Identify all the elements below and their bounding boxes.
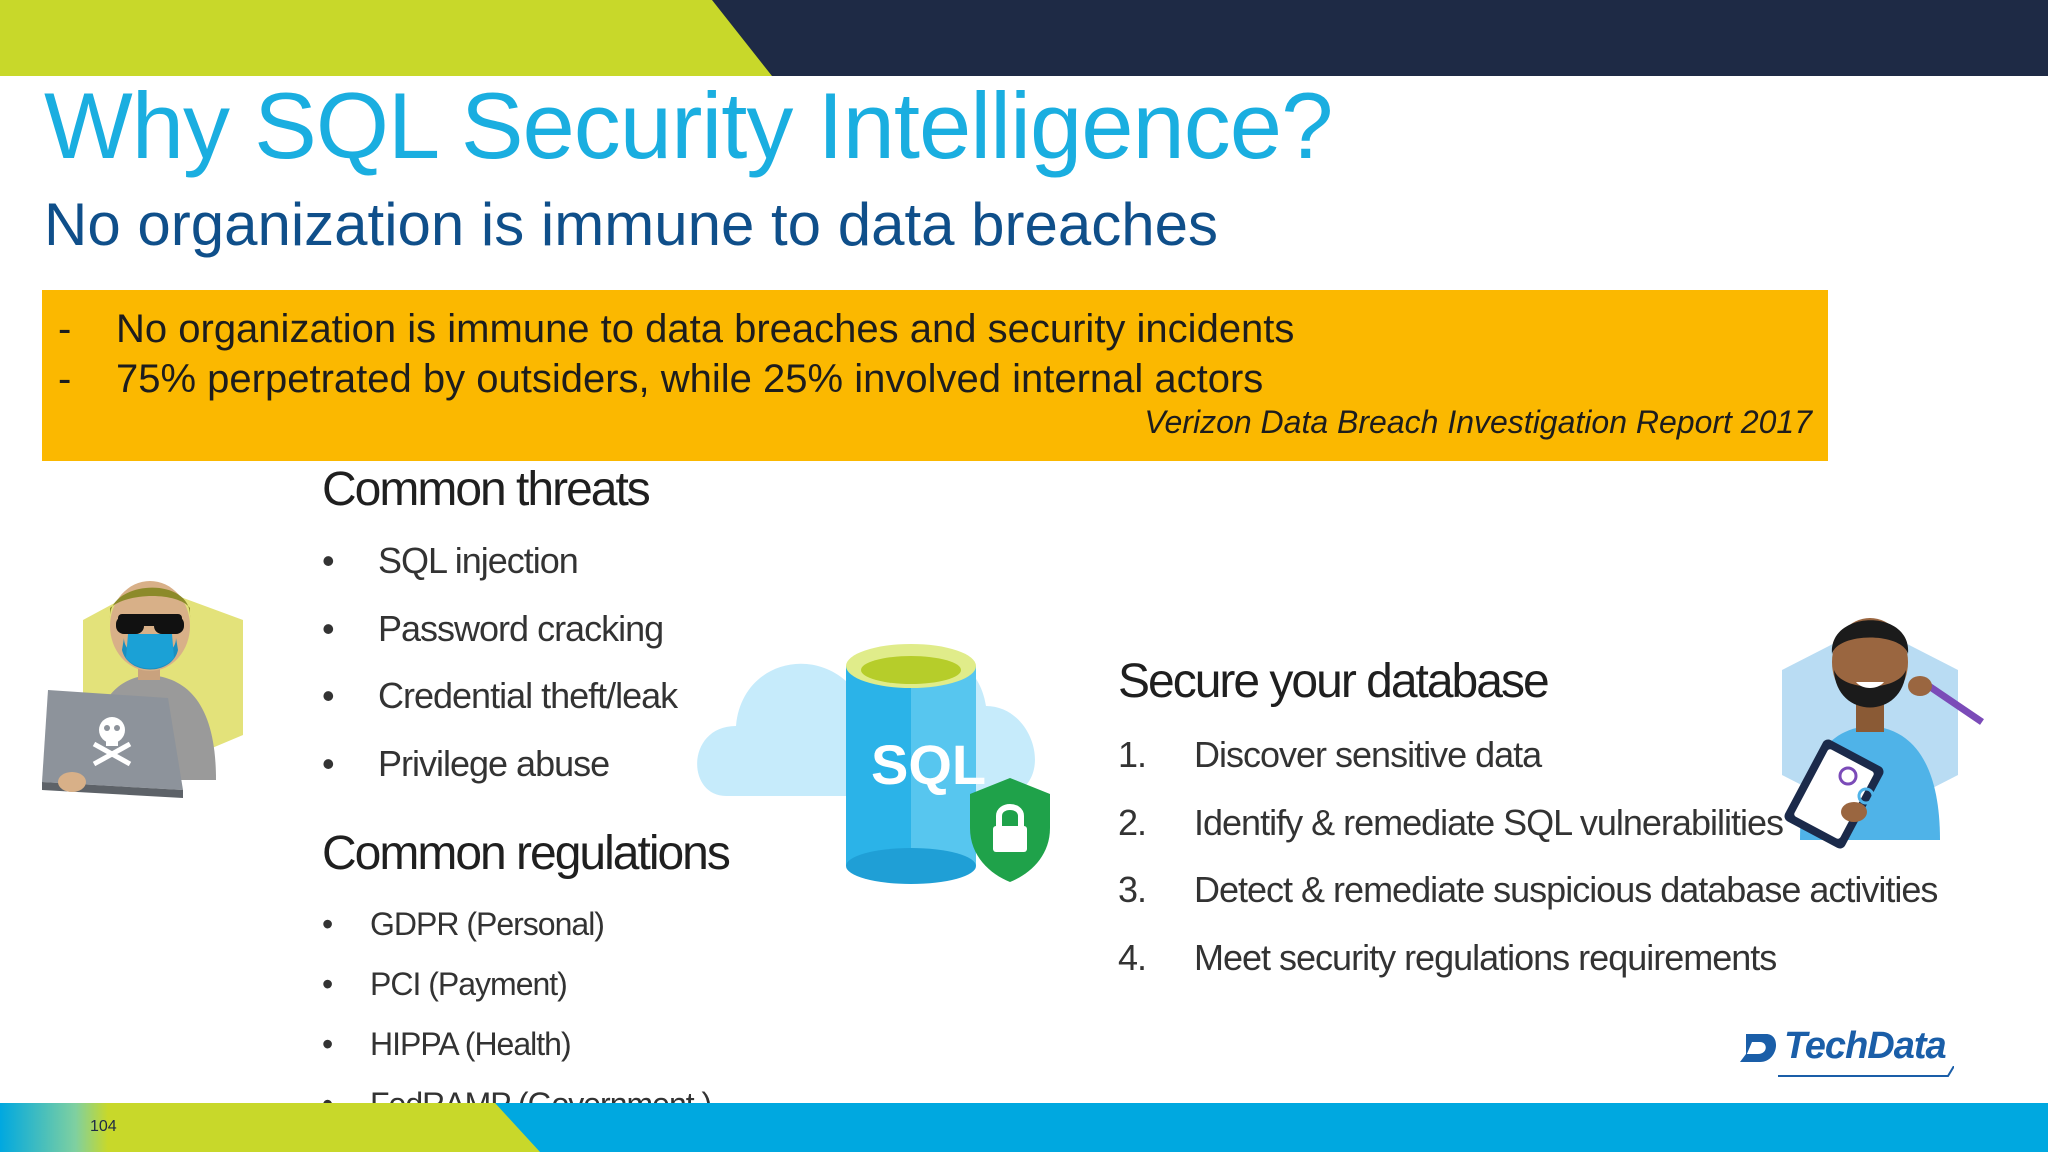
page-title: Why SQL Security Intelligence?	[44, 73, 1333, 178]
hacker-icon	[42, 581, 243, 798]
page-subtitle: No organization is immune to data breach…	[44, 191, 1218, 258]
threat-label: Privilege abuse	[378, 743, 610, 784]
step-label: Identify & remediate SQL vulnerabilities	[1194, 802, 1784, 843]
tech-data-logo-icon	[1740, 1034, 1777, 1062]
callout-marker: -	[58, 357, 72, 401]
bullet-marker: •	[322, 966, 333, 1002]
step-number: 4.	[1118, 937, 1147, 978]
step-label: Discover sensitive data	[1194, 734, 1542, 775]
threat-label: Credential theft/leak	[378, 675, 678, 716]
bullet-marker: •	[322, 906, 333, 942]
logo-underline	[1778, 1066, 1954, 1077]
step-number: 1.	[1118, 734, 1147, 775]
callout-line: -No organization is immune to data breac…	[58, 307, 1294, 352]
step-number: 2.	[1118, 802, 1147, 843]
bullet-marker: •	[322, 1026, 333, 1062]
step-number: 3.	[1118, 869, 1147, 910]
threat-label: SQL injection	[378, 540, 579, 581]
secure-heading: Secure your database	[1118, 655, 1550, 708]
callout-source: Verizon Data Breach Investigation Report…	[1144, 404, 1812, 440]
sql-database-icon: SQL	[697, 644, 1035, 884]
threats-heading: Common threats	[322, 463, 651, 516]
threats-list: • SQL injection • Password cracking • Cr…	[322, 540, 742, 800]
regulation-label: PCI (Payment)	[370, 966, 568, 1002]
callout-text: No organization is immune to data breach…	[116, 307, 1295, 351]
top-banner-lime	[0, 0, 772, 76]
step-label: Detect & remediate suspicious database a…	[1194, 869, 1938, 910]
sql-label: SQL	[871, 733, 986, 796]
tech-data-logo-text: TechData	[1784, 1025, 1947, 1067]
callout-marker: -	[58, 307, 72, 351]
page-number: 104	[90, 1118, 117, 1135]
regulations-list: • GDPR (Personal) • PCI (Payment) • HIPP…	[322, 906, 742, 1136]
bullet-marker: •	[322, 743, 335, 784]
lock-shield-icon	[970, 778, 1050, 882]
callout-line: -75% perpetrated by outsiders, while 25%…	[58, 357, 1263, 402]
regulations-heading: Common regulations	[322, 827, 731, 880]
secure-steps-list: 1. Discover sensitive data 2. Identify &…	[1118, 734, 1938, 994]
tech-data-logo: TechData	[1738, 1022, 1968, 1078]
callout-box: -No organization is immune to data breac…	[42, 290, 1828, 461]
bottom-bar	[0, 1103, 2048, 1152]
callout-text: 75% perpetrated by outsiders, while 25% …	[116, 357, 1264, 401]
regulation-label: HIPPA (Health)	[370, 1026, 572, 1062]
bullet-marker: •	[322, 608, 335, 649]
bullet-marker: •	[322, 675, 335, 716]
bullet-marker: •	[322, 540, 335, 581]
threat-label: Password cracking	[378, 608, 664, 649]
analyst-icon	[1782, 618, 1984, 849]
step-label: Meet security regulations requirements	[1194, 937, 1777, 978]
regulation-label: GDPR (Personal)	[370, 906, 605, 942]
